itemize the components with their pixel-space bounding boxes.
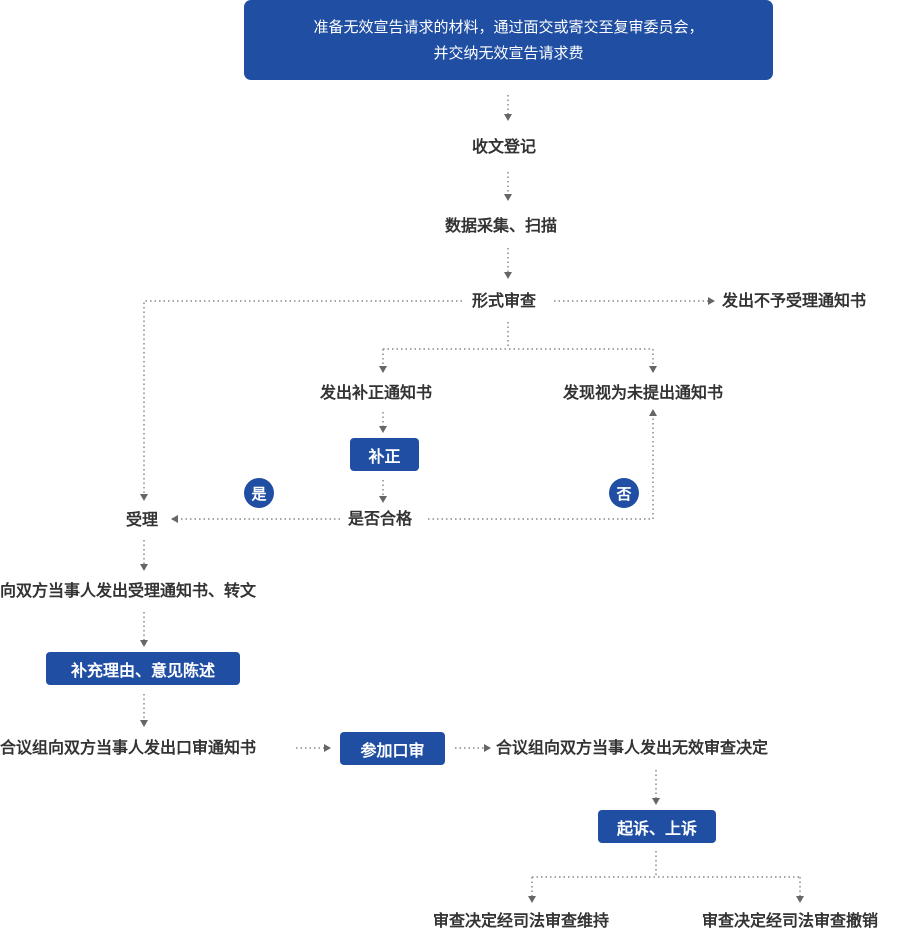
oral-hearing-box: 参加口审	[340, 732, 445, 765]
prepare-materials-line2: 并交纳无效宣告请求费	[433, 44, 584, 62]
oral-hearing-notice: 合议组向双方当事人发出口审通知书	[0, 738, 257, 757]
connector-formal-accept	[140, 300, 462, 501]
judicial-revoked: 审查决定经司法审查撤销	[702, 911, 879, 930]
reject-notice: 发出不予受理通知书	[722, 291, 867, 310]
accept: 受理	[126, 510, 159, 529]
deemed-withdrawn-notice: 发现视为未提出通知书	[563, 383, 724, 402]
no-badge: 否	[609, 478, 639, 508]
receive-register: 收文登记	[472, 137, 537, 156]
connector-qualified-deemed	[428, 409, 657, 520]
notify-parties: 向双方当事人发出受理通知书、转文	[0, 581, 257, 600]
prepare-materials-line1: 准备无效宣告请求的材料，通过面交或寄交至复审委员会，	[313, 18, 704, 36]
data-scan: 数据采集、扫描	[445, 216, 558, 235]
supplement-box: 补充理由、意见陈述	[46, 652, 240, 685]
qualified-decision: 是否合格	[348, 509, 413, 528]
judicial-upheld: 审查决定经司法审查维持	[433, 911, 610, 930]
appeal-box: 起诉、上诉	[598, 810, 716, 843]
correction-box: 补正	[350, 438, 419, 471]
yes-badge: 是	[244, 478, 274, 508]
invalid-decision: 合议组向双方当事人发出无效审查决定	[496, 738, 769, 757]
correction-notice: 发出补正通知书	[320, 383, 433, 402]
formal-review: 形式审查	[472, 291, 537, 310]
prepare-materials-box: 准备无效宣告请求的材料，通过面交或寄交至复审委员会， 并交纳无效宣告请求费	[244, 0, 773, 80]
